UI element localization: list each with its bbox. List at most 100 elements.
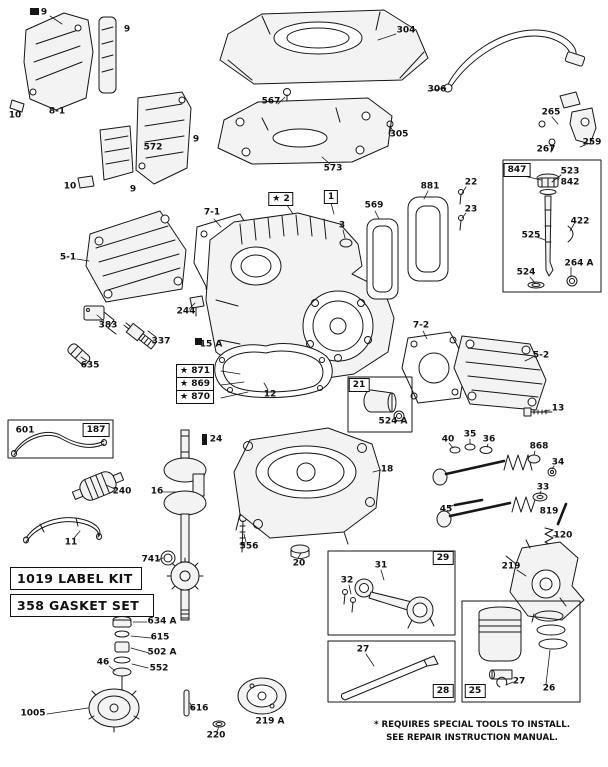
part-callout-5-1: 5-1 [59, 252, 77, 263]
part-callout-15-a: 15 A [199, 339, 223, 350]
governor-gear-1005 [88, 688, 140, 733]
part-callout-9: 9 [40, 7, 48, 18]
part-callout-219: 219 [501, 561, 521, 572]
part-callout-525: 525 [521, 230, 541, 241]
spark-plug-337 [123, 322, 156, 350]
piston-box-25 [461, 600, 581, 703]
part-callout-259: 259 [582, 137, 602, 148]
part-callout-20: 20 [292, 558, 306, 569]
part-callout-267: 267 [536, 144, 556, 155]
part-callout-2: ★ 2 [268, 192, 294, 206]
part-callout-187: 187 [82, 423, 110, 437]
key-15a [195, 338, 202, 345]
part-callout-556: 556 [239, 541, 259, 552]
oil-sump-18 [233, 427, 381, 545]
blower-housing-304 [219, 9, 429, 85]
part-callout-572: 572 [143, 142, 163, 153]
part-callout-265: 265 [541, 107, 561, 118]
part-callout-306: 306 [427, 84, 447, 95]
valves-and-springs [432, 443, 557, 528]
part-callout-5-2: 5-2 [532, 350, 550, 361]
part-callout-31: 31 [374, 560, 388, 571]
part-callout-567: 567 [261, 96, 281, 107]
part-callout-383: 383 [98, 320, 118, 331]
part-callout-422: 422 [570, 216, 590, 227]
part-callout-220: 220 [206, 730, 226, 741]
part-callout-635: 635 [80, 360, 100, 371]
cylinder-head-5-2 [453, 335, 547, 411]
part-callout-881: 881 [420, 181, 440, 192]
connecting-rod-box-29 [327, 550, 456, 636]
dipstick-assembly-847 [502, 159, 602, 293]
part-callout-1: 1 [323, 190, 339, 204]
part-callout-634-a: 634 A [147, 616, 177, 627]
part-callout-842: 842 [560, 177, 580, 188]
cap-20 [290, 544, 310, 559]
part-callout-870: ★ 870 [176, 390, 214, 404]
sump-gasket-12 [214, 343, 333, 399]
ignition-cable-306 [443, 29, 586, 93]
breather-gasket-881 [407, 196, 449, 282]
cylinder-shield-left [9, 8, 117, 113]
gasket-569 [366, 218, 399, 300]
part-callout-573: 573 [323, 163, 343, 174]
part-callout-7-1: 7-1 [203, 207, 221, 218]
part-callout-32: 32 [340, 575, 354, 586]
part-callout-305: 305 [389, 129, 409, 140]
pin-616 [183, 689, 190, 717]
label-kit-text: 1019 LABEL KIT [17, 571, 133, 586]
oil-seal-741 [160, 550, 176, 566]
screws-22-23 [458, 189, 464, 231]
part-callout-29: 29 [432, 551, 454, 565]
cylinder-head-5-1 [85, 210, 187, 303]
part-callout-869: ★ 869 [176, 377, 214, 391]
part-callout-23: 23 [464, 204, 478, 215]
part-callout-46: 46 [96, 657, 110, 668]
footnote-line-2: SEE REPAIR INSTRUCTION MANUAL. [386, 732, 558, 743]
gasket-set-box: 358 GASKET SET [10, 594, 154, 617]
part-callout-26: 26 [542, 683, 556, 694]
head-gasket-7-2 [401, 331, 467, 404]
part-callout-34: 34 [551, 457, 565, 468]
brackets-265-259 [538, 91, 597, 153]
part-callout-11: 11 [64, 537, 78, 548]
part-callout-36: 36 [482, 434, 496, 445]
label-kit-box: 1019 LABEL KIT [10, 567, 142, 590]
fuel-filter-240 [71, 471, 125, 501]
part-callout-33: 33 [536, 482, 550, 493]
starter-clutch-219a [237, 677, 287, 715]
part-callout-10: 10 [63, 181, 77, 192]
part-callout-741: 741 [141, 554, 161, 565]
part-callout-847: 847 [503, 163, 531, 177]
part-callout-524-a: 524 A [378, 416, 408, 427]
part-callout-22: 22 [464, 177, 478, 188]
fuel-line-11 [23, 517, 102, 544]
part-callout-868: 868 [529, 441, 549, 452]
part-callout-502-a: 502 A [147, 647, 177, 658]
part-callout-819: 819 [539, 506, 559, 517]
fuel-pipe-box-601 [7, 419, 114, 459]
part-callout-12: 12 [263, 389, 277, 400]
part-callout-8-1: 8-1 [48, 106, 66, 117]
backing-plate-573 [217, 97, 393, 165]
part-callout-24: 24 [209, 434, 223, 445]
cylinder-shield-right [77, 91, 192, 189]
part-callout-615: 615 [150, 632, 170, 643]
part-callout-569: 569 [364, 200, 384, 211]
part-callout-244: 244 [176, 306, 196, 317]
oil-minder-stack [112, 616, 132, 693]
part-callout-616: 616 [189, 703, 209, 714]
part-callout-40: 40 [441, 434, 455, 445]
part-callout-337: 337 [151, 336, 171, 347]
part-callout-120: 120 [553, 530, 573, 541]
part-callout-21: 21 [348, 378, 370, 392]
part-callout-871: ★ 871 [176, 364, 214, 378]
crankshaft-16 [163, 429, 207, 621]
part-callout-13: 13 [551, 403, 565, 414]
part-callout-3: 3 [338, 220, 346, 231]
part-callout-25: 25 [464, 684, 486, 698]
part-callout-219-a: 219 A [255, 716, 285, 727]
